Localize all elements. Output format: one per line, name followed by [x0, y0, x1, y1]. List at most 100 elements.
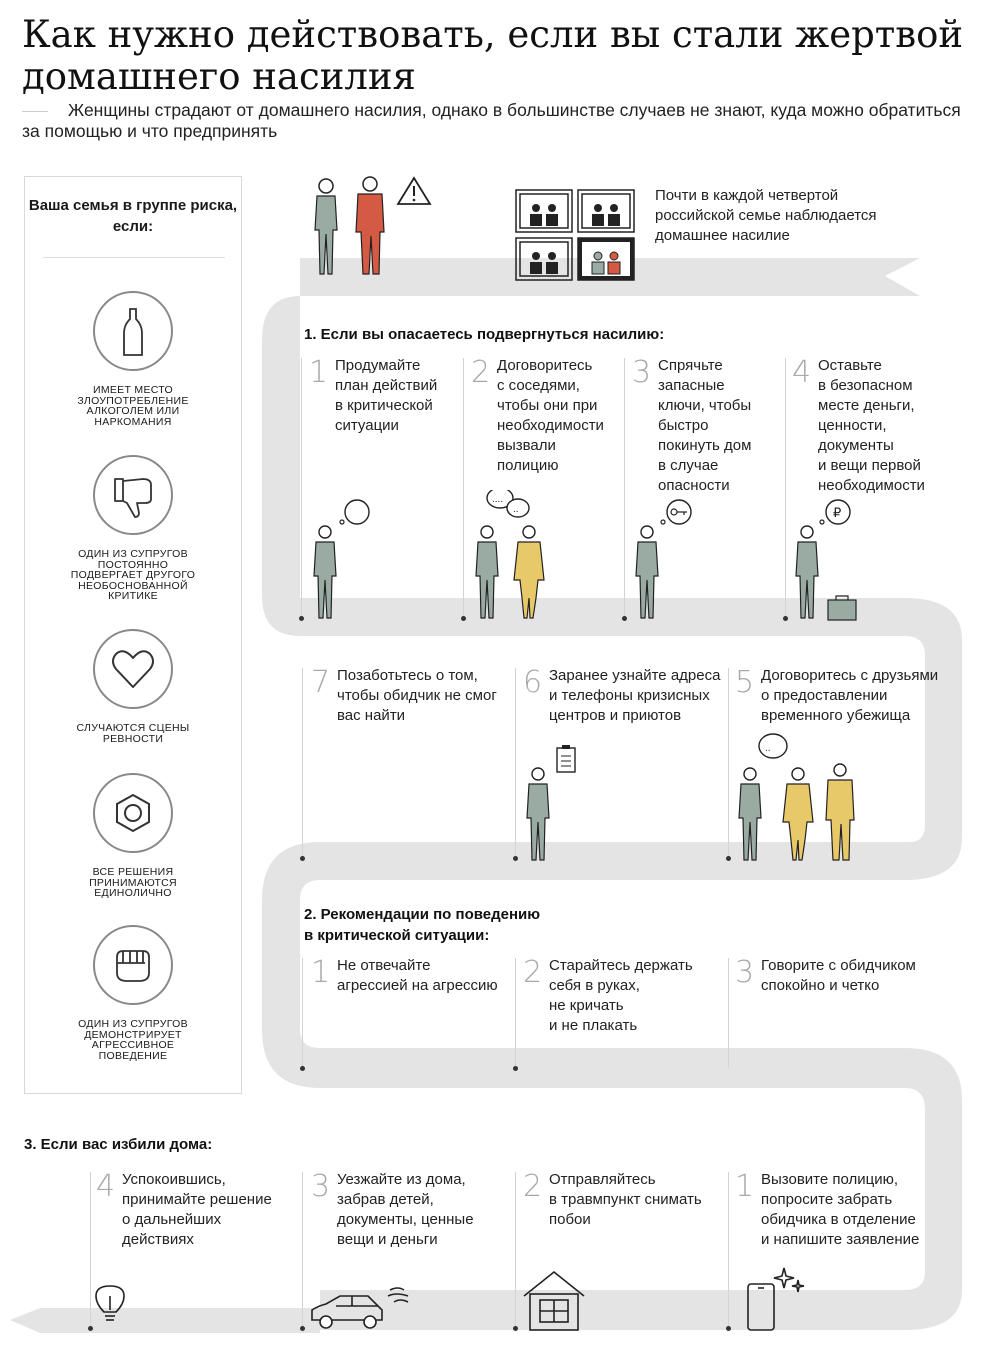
speech-bubble-icon — [486, 490, 530, 518]
guide-line — [728, 958, 729, 1068]
step-text: Позаботьтесь о том, чтобы обидчик не смо… — [337, 667, 497, 724]
ruble-sign: ₽ — [833, 505, 841, 520]
guide-line — [728, 1172, 729, 1328]
risk-item-decisions: ВСЕ РЕШЕНИЯ ПРИНИМАЮТСЯ ЕДИНОЛИЧНО — [25, 773, 241, 899]
step-text: Договоритесь с друзьями о предоставлении… — [761, 667, 939, 724]
guide-line — [302, 668, 303, 858]
guide-dot — [513, 1066, 518, 1071]
band-segment-1 — [262, 258, 920, 636]
risk-label: ИМЕЕТ МЕСТО ЗЛОУПОТРЕБЛЕНИЕ АЛКОГОЛЕМ ИЛ… — [77, 384, 189, 428]
thumbs-down-icon — [114, 478, 152, 518]
risk-circle — [93, 291, 173, 371]
phone-icon — [747, 1267, 805, 1331]
guide-line — [515, 958, 516, 1068]
guide-dot — [299, 616, 304, 621]
guide-line — [515, 1172, 516, 1328]
guide-dot — [622, 616, 627, 621]
guide-line — [785, 358, 786, 618]
step-text: Говорите с обидчиком спокойно и четко — [761, 957, 916, 994]
step-text: Продумайте план действий в критической с… — [335, 357, 438, 434]
guide-line — [624, 358, 625, 618]
step-text: Отправляйтесь в травмпункт снимать побои — [549, 1171, 702, 1228]
woman-figure — [738, 767, 762, 861]
step-text: Успокоившись, принимайте решение о дальн… — [122, 1171, 272, 1248]
man-figure — [355, 176, 385, 275]
intro-text-content: Женщины страдают от домашнего насилия, о… — [22, 100, 961, 141]
guide-line — [301, 358, 302, 618]
guide-line — [515, 668, 516, 858]
guide-dot — [88, 1326, 93, 1331]
guide-dot — [300, 856, 305, 861]
guide-line — [463, 358, 464, 618]
step-number: 2 — [523, 1169, 543, 1204]
lightbulb-icon — [95, 1285, 125, 1321]
family-frames-icon — [515, 189, 635, 281]
risk-sidebar: Ваша семья в группе риска, если: ИМЕЕТ М… — [24, 176, 242, 1094]
risk-item-alcohol: ИМЕЕТ МЕСТО ЗЛОУПОТРЕБЛЕНИЕ АЛКОГОЛЕМ ИЛ… — [25, 291, 241, 427]
section1-title: 1. Если вы опасаетесь подвергнуться наси… — [304, 326, 665, 343]
guide-dot — [726, 1326, 731, 1331]
step-number: 4 — [96, 1169, 116, 1204]
step-text: Вызовите полицию, попросите забрать обид… — [761, 1171, 920, 1248]
sidebar-divider — [43, 257, 225, 258]
guide-line — [302, 958, 303, 1068]
woman-figure — [526, 767, 550, 861]
sidebar-title: Ваша семья в группе риска, если: — [28, 197, 238, 235]
woman-figure — [313, 525, 337, 619]
step-number: 4 — [792, 355, 812, 390]
guide-line — [90, 1172, 91, 1328]
bubble-text: .... — [492, 494, 503, 505]
fist-icon — [116, 950, 150, 982]
page-title: Как нужно действовать, если вы стали жер… — [22, 13, 964, 98]
bottle-icon — [123, 308, 143, 356]
risk-label: ОДИН ИЗ СУПРУГОВ ДЕМОНСТРИРУЕТ АГРЕССИВН… — [78, 1018, 188, 1062]
heart-icon — [112, 650, 154, 688]
guide-dot — [513, 856, 518, 861]
bag-icon — [827, 595, 857, 621]
row4-icons — [95, 1267, 805, 1331]
bubble-text: .. — [765, 743, 771, 754]
step-number: 3 — [735, 955, 755, 990]
step-text: Договоритесь с соседями, чтобы они при н… — [497, 357, 604, 474]
woman-figure — [314, 178, 338, 275]
section2-title: 2. Рекомендации по поведению в критическ… — [304, 906, 541, 944]
step-number: 2 — [471, 355, 491, 390]
thought-bubble-icon — [344, 499, 370, 525]
step-number: 3 — [632, 355, 652, 390]
speech-bubble-icon — [758, 733, 788, 759]
step-number: 1 — [735, 1169, 755, 1204]
step-text: Спрячьте запасные ключи, чтобы быстро по… — [658, 357, 752, 494]
step-number: 5 — [735, 665, 755, 700]
step-number: 7 — [311, 665, 331, 700]
step-text: Не отвечайте агрессией на агрессию — [337, 957, 498, 994]
guide-dot — [726, 856, 731, 861]
risk-circle — [93, 455, 173, 535]
risk-item-criticism: ОДИН ИЗ СУПРУГОВ ПОСТОЯННО ПОДВЕРГАЕТ ДР… — [25, 455, 241, 602]
car-icon — [311, 1287, 409, 1329]
stat-text: Почти в каждой четвертой российской семь… — [655, 187, 877, 244]
intro-text: Женщины страдают от домашнего насилия, о… — [22, 100, 962, 142]
step-number: 3 — [311, 1169, 331, 1204]
step-number: 1 — [311, 955, 331, 990]
step-text: Старайтесь держать себя в руках, не крич… — [549, 957, 693, 1034]
step-number: 1 — [309, 355, 329, 390]
risk-circle — [93, 773, 173, 853]
section3-title: 3. Если вас избили дома: — [24, 1136, 213, 1153]
risk-item-jealousy: СЛУЧАЮТСЯ СЦЕНЫ РЕВНОСТИ — [25, 629, 241, 744]
nut-icon — [116, 793, 150, 833]
band-arrow-end — [10, 1308, 320, 1333]
friend-figure — [782, 767, 814, 861]
guide-line — [728, 668, 729, 858]
intro-lead-line — [22, 110, 48, 112]
couple-illustration — [314, 176, 432, 275]
guide-dot — [513, 1326, 518, 1331]
risk-circle — [93, 925, 173, 1005]
risk-label: СЛУЧАЮТСЯ СЦЕНЫ РЕВНОСТИ — [76, 722, 190, 745]
guide-dot — [300, 1066, 305, 1071]
clipboard-icon — [556, 745, 576, 773]
woman-figure — [475, 525, 499, 619]
row1-figures: .... .. ₽ — [313, 490, 857, 621]
woman-figure — [635, 525, 659, 619]
step-text: Заранее узнайте адреса и телефоны кризис… — [549, 667, 721, 724]
neighbor-figure — [513, 525, 545, 619]
